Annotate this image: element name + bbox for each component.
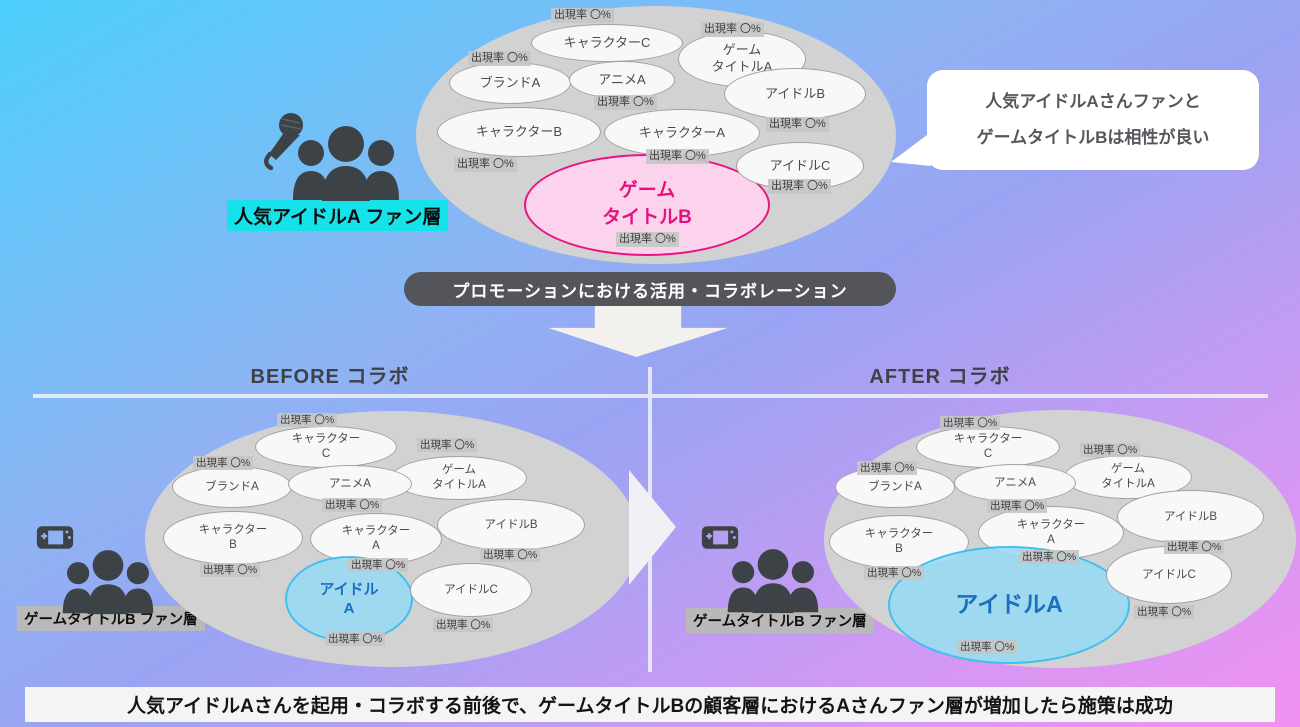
bubble-character-c: キャラクター C [916, 426, 1060, 468]
rate-label: 出現率 〇% [987, 499, 1048, 513]
rate-label: 出現率 〇% [594, 95, 657, 110]
rate-label: 出現率 〇% [551, 8, 614, 23]
bubble-anime-a: アニメA [954, 464, 1076, 502]
rate-label: 出現率 〇% [957, 640, 1018, 654]
speech-bubble-text: 人気アイドルAさんファンと ゲームタイトルBは相性が良い [976, 92, 1210, 147]
rate-label: 出現率 〇% [768, 179, 831, 194]
after-divider-line [652, 394, 1268, 398]
bubble-character-b: キャラクターB [437, 107, 601, 157]
bubble-idol-b: アイドルB [1117, 490, 1264, 544]
bubble-idol-b: アイドルB [724, 68, 866, 120]
rate-label: 出現率 〇% [417, 438, 478, 452]
people-group-icon [62, 550, 154, 615]
down-arrow [548, 305, 728, 357]
bubble-brand-a: ブランドA [172, 466, 292, 508]
speech-bubble: 人気アイドルAさんファンと ゲームタイトルBは相性が良い [891, 70, 1259, 170]
promo-banner: プロモーションにおける活用・コラボレーション [404, 272, 896, 306]
after-cluster: キャラクター C ゲーム タイトルA ブランドA アニメA アイドルB キャラク… [824, 410, 1296, 668]
bubble-anime-a: アニメA [569, 61, 675, 99]
idol-fan-base-label: 人気アイドルA ファン層 [227, 200, 449, 231]
promo-banner-text: プロモーションにおける活用・コラボレーション [452, 281, 848, 301]
bubble-brand-a: ブランドA [449, 62, 571, 104]
before-section-title: BEFORE コラボ [250, 366, 410, 388]
after-section-title: AFTER コラボ [869, 366, 1011, 388]
rate-label: 出現率 〇% [322, 498, 383, 512]
rate-label: 出現率 〇% [646, 149, 709, 164]
bubble-idol-c: アイドルC [1106, 546, 1232, 604]
rate-label: 出現率 〇% [1134, 605, 1195, 619]
game-fan-base-label-before: ゲームタイトルB ファン層 [17, 606, 205, 631]
rate-label: 出現率 〇% [480, 548, 541, 562]
rate-label: 出現率 〇% [616, 232, 679, 247]
rate-label: 出現率 〇% [277, 413, 338, 427]
rate-label: 出現率 〇% [454, 157, 517, 172]
game-console-icon [701, 526, 739, 549]
rate-label: 出現率 〇% [857, 461, 918, 475]
rate-label: 出現率 〇% [325, 632, 386, 646]
speech-bubble-tail [891, 132, 931, 166]
footer-banner: 人気アイドルAさんを起用・コラボする前後で、ゲームタイトルBの顧客層におけるAさ… [25, 687, 1275, 722]
rate-label: 出現率 〇% [193, 456, 254, 470]
bubble-character-c: キャラクター C [255, 426, 397, 468]
game-console-icon [36, 526, 74, 549]
bubble-character-c: キャラクターC [531, 24, 683, 62]
bubble-game-title-a: ゲーム タイトルA [391, 456, 527, 500]
bubble-character-b: キャラクター B [163, 511, 303, 565]
idol-fan-cluster: キャラクターC ゲーム タイトルA ブランドA アニメA アイドルB キャラクタ… [416, 6, 896, 264]
rate-label: 出現率 〇% [1019, 550, 1080, 564]
rate-label: 出現率 〇% [940, 416, 1001, 430]
people-group-icon [293, 126, 399, 201]
rate-label: 出現率 〇% [701, 22, 764, 37]
bubble-character-a: キャラクター A [310, 513, 442, 565]
rate-label: 出現率 〇% [1080, 443, 1141, 457]
people-group-icon [727, 549, 819, 614]
microphone-icon [264, 113, 303, 170]
before-divider-line [33, 394, 648, 398]
rate-label: 出現率 〇% [348, 558, 409, 572]
before-cluster: キャラクター C ゲーム タイトルA ブランドA アニメA アイドルB キャラク… [145, 411, 639, 667]
bubble-idol-c: アイドルC [410, 563, 532, 617]
rate-label: 出現率 〇% [468, 51, 531, 66]
rate-label: 出現率 〇% [1164, 540, 1225, 554]
rate-label: 出現率 〇% [433, 618, 494, 632]
footer-banner-text: 人気アイドルAさんを起用・コラボする前後で、ゲームタイトルBの顧客層におけるAさ… [127, 696, 1173, 717]
rate-label: 出現率 〇% [766, 117, 829, 132]
right-arrow [629, 470, 676, 585]
rate-label: 出現率 〇% [200, 563, 261, 577]
rate-label: 出現率 〇% [864, 566, 925, 580]
bubble-idol-b: アイドルB [437, 499, 585, 551]
